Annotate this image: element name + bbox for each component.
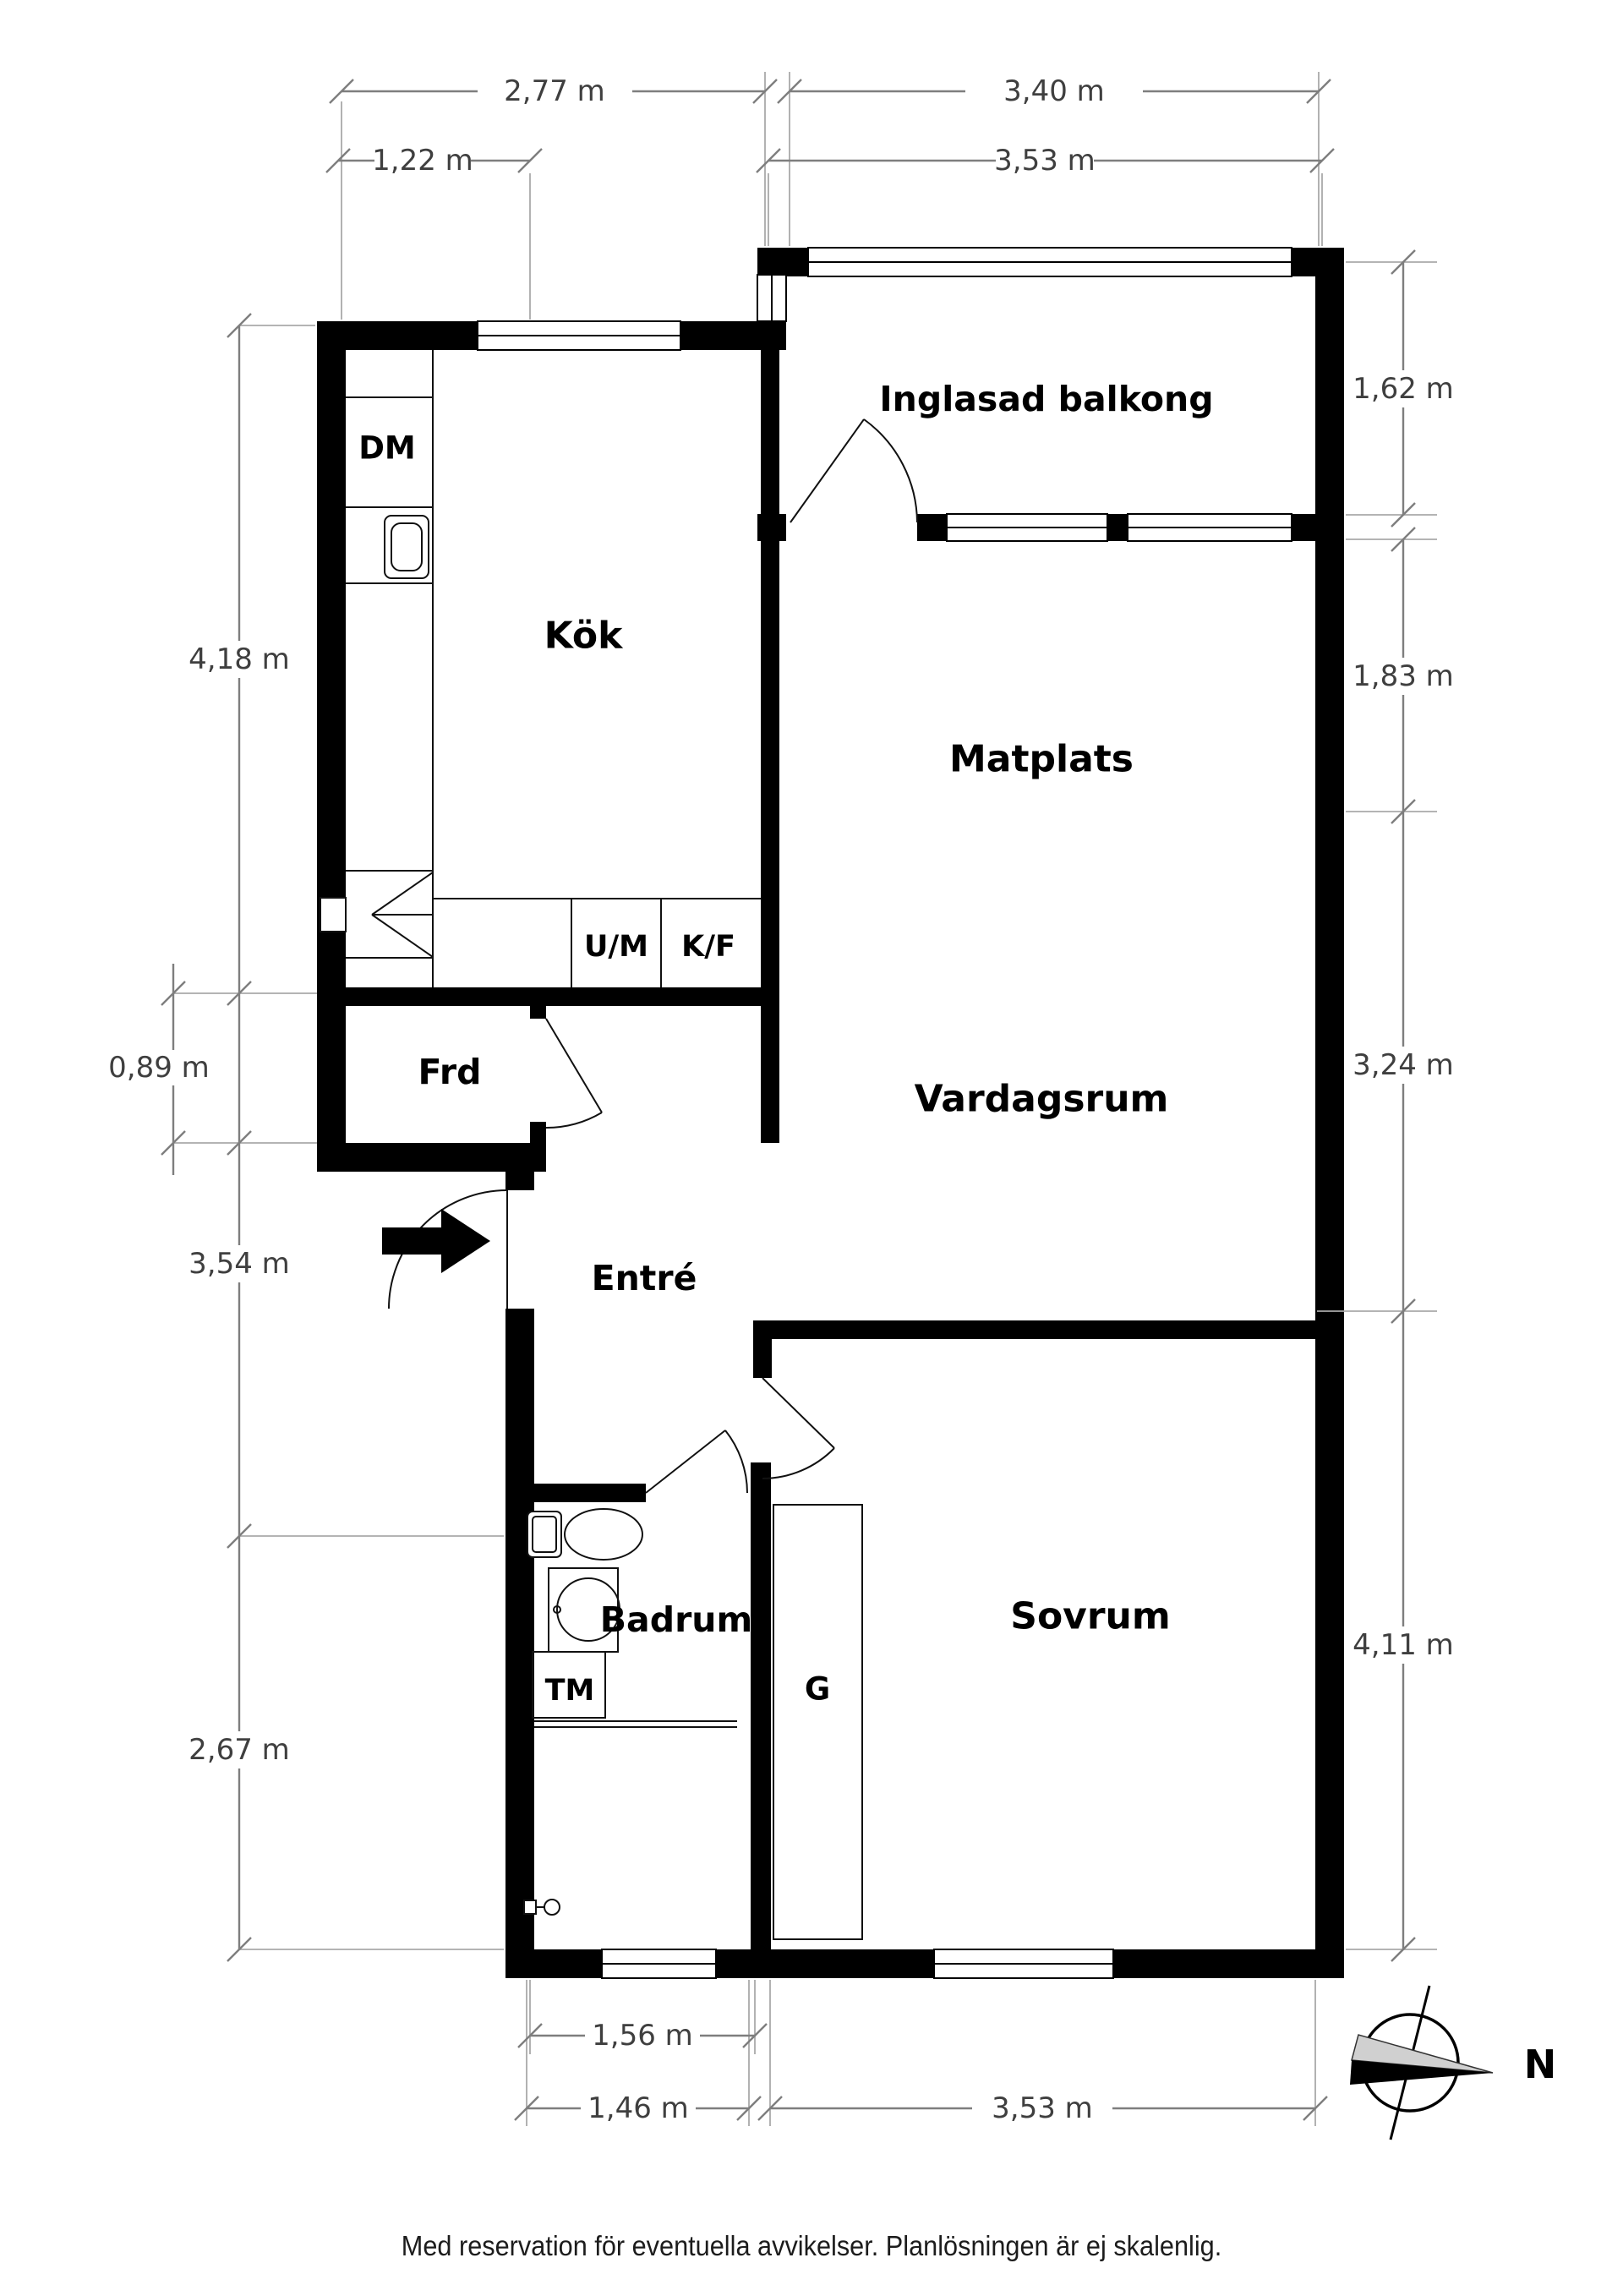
entrance-arrow-icon xyxy=(382,1209,490,1273)
label-washing-machine: TM xyxy=(545,1674,595,1708)
wall-entry-left xyxy=(505,1309,534,1978)
dim-top-4: 3,53 m xyxy=(994,144,1096,178)
toilet-icon xyxy=(527,1508,643,1561)
entrance-door xyxy=(388,1189,508,1309)
compass-north-label: N xyxy=(1524,2042,1557,2087)
bathroom-window xyxy=(601,1949,717,1979)
wall-bath-bedroom-divider xyxy=(751,1462,771,1949)
sink-vanity-icon xyxy=(548,1567,620,1653)
wall-frd-door-jamb-top xyxy=(530,1006,546,1019)
room-label-bathroom: Badrum xyxy=(600,1599,752,1640)
bathroom-door xyxy=(645,1430,748,1494)
footer: Med reservation för eventuella avvikelse… xyxy=(402,2230,1221,2261)
corner-cabinet-icon xyxy=(320,872,434,958)
dim-right: 1,62 m 1,83 m 3,24 m 4,11 m xyxy=(1352,249,1454,1962)
shower-head-icon xyxy=(523,1899,560,1916)
room-label-kitchen: Kök xyxy=(544,615,625,658)
bathroom-fixtures xyxy=(523,1508,737,1916)
footer-disclaimer: Med reservation för eventuella avvikelse… xyxy=(402,2230,1221,2261)
balcony-bottom-window-left xyxy=(946,513,1108,542)
room-label-storage: Frd xyxy=(418,1052,482,1092)
dim-left-4: 0,89 m xyxy=(108,1051,210,1085)
room-label-dining: Matplats xyxy=(949,738,1134,781)
balcony-door-opening xyxy=(786,512,917,543)
dim-top-2: 3,40 m xyxy=(1003,74,1105,108)
balcony-top-window xyxy=(807,247,1292,277)
sink-icon xyxy=(384,515,429,579)
doors xyxy=(388,418,918,1494)
wall-frd-bottom xyxy=(317,1143,546,1172)
wall-frd-door-jamb-bottom xyxy=(530,1122,546,1143)
dim-right-4: 4,11 m xyxy=(1352,1628,1454,1662)
dim-top-1: 2,77 m xyxy=(504,74,605,108)
shower-rail-icon xyxy=(534,1720,737,1728)
compass-icon: N xyxy=(1350,1985,1557,2140)
wall-entry-above-door xyxy=(505,1172,534,1190)
dim-top-row2: 1,22 m 3,53 m xyxy=(325,144,1335,178)
dim-left-2: 3,54 m xyxy=(189,1247,290,1281)
bedroom-window xyxy=(933,1949,1114,1979)
balcony-bottom-window-right xyxy=(1127,513,1292,542)
dim-right-3: 3,24 m xyxy=(1352,1048,1454,1082)
walls xyxy=(317,248,1344,1978)
wardrobe-outline xyxy=(773,1504,863,1940)
dim-top-row1: 2,77 m 3,40 m xyxy=(329,74,1331,108)
dim-right-1: 1,62 m xyxy=(1352,372,1454,406)
room-label-balcony: Inglasad balkong xyxy=(879,379,1213,419)
washing-machine-icon xyxy=(532,1651,606,1719)
dim-left-inner: 0,89 m xyxy=(107,964,215,1175)
room-label-entry: Entré xyxy=(592,1258,697,1298)
wall-left xyxy=(317,321,346,1172)
label-fridge-freezer: K/F xyxy=(681,930,735,964)
label-dishwasher: DM xyxy=(358,430,416,467)
dim-bottom-3: 3,53 m xyxy=(992,2091,1093,2125)
room-label-bedroom: Sovrum xyxy=(1010,1595,1170,1638)
balcony-left-window xyxy=(757,274,787,322)
wall-bedroom-door-jamb xyxy=(753,1339,772,1378)
dim-left-1: 4,18 m xyxy=(189,642,290,676)
dim-left: 4,18 m 3,54 m 2,67 m xyxy=(189,313,290,1962)
dim-bottom-row1: 1,56 m xyxy=(517,2019,768,2053)
entrance-door-opening xyxy=(504,1190,536,1309)
kitchen-counter xyxy=(320,350,761,987)
balcony-door xyxy=(790,418,918,523)
wall-bathroom-top xyxy=(526,1484,646,1502)
storage-door xyxy=(545,1018,603,1129)
dim-bottom-1: 1,56 m xyxy=(592,2019,693,2053)
wall-bedroom-top xyxy=(753,1320,1315,1339)
kitchen-window xyxy=(477,320,681,351)
dim-left-3: 2,67 m xyxy=(189,1733,290,1767)
wall-kitchen-divider xyxy=(761,350,779,1143)
label-oven-micro: U/M xyxy=(584,930,648,964)
label-wardrobe: G xyxy=(805,1671,830,1708)
dim-top-3: 1,22 m xyxy=(372,144,473,178)
room-label-living: Vardagsrum xyxy=(915,1078,1169,1121)
bedroom-door xyxy=(762,1377,835,1479)
dim-bottom-row2: 1,46 m 3,53 m xyxy=(514,2091,1328,2125)
wall-frd-top xyxy=(317,987,779,1006)
wall-right xyxy=(1315,248,1344,1978)
dim-bottom-2: 1,46 m xyxy=(587,2091,689,2125)
dim-right-2: 1,83 m xyxy=(1352,659,1454,693)
extension-lines xyxy=(173,72,1437,2126)
windows xyxy=(477,247,1292,1979)
